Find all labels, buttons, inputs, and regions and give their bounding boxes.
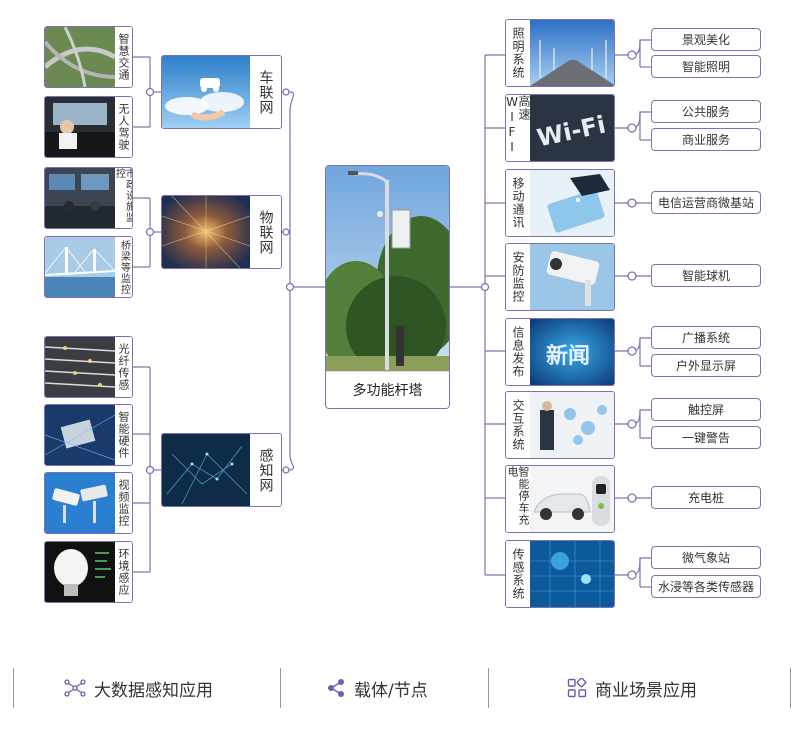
footer-separator	[488, 668, 489, 708]
tablet-hand-photo	[530, 170, 614, 236]
item-card-bridge-monitoring[interactable]: 桥梁等监控	[44, 236, 133, 298]
cctv-cameras-photo	[45, 473, 115, 533]
iot-city-photo	[162, 196, 250, 268]
leaf-touch-screen[interactable]: 触控屏	[651, 398, 761, 421]
leaf-charging-pile[interactable]: 充电桩	[651, 486, 761, 509]
leaf-landscape[interactable]: 景观美化	[651, 28, 761, 51]
ev-charger-photo	[530, 466, 614, 532]
right-card-interactive[interactable]: 交互系统	[505, 391, 615, 459]
sensor-bulb-photo	[45, 542, 115, 602]
leaf-broadcast[interactable]: 广播系统	[651, 326, 761, 349]
leaf-smart-lighting[interactable]: 智能照明	[651, 55, 761, 78]
item-label: 光纤传感	[115, 337, 132, 397]
bridge-photo	[45, 237, 115, 297]
leaf-outdoor-display[interactable]: 户外显示屏	[651, 354, 761, 377]
item-card-environment-sensing[interactable]: 环境感应	[44, 541, 133, 603]
sensing-network-photo	[162, 434, 250, 506]
security-camera-photo	[530, 244, 614, 310]
item-label: 桥梁等监控	[115, 237, 132, 297]
news-banner-photo: 新闻	[530, 319, 614, 385]
leaf-micro-base-station[interactable]: 电信运营商微基站	[651, 191, 761, 214]
item-label: 传感系统	[506, 541, 530, 607]
footer-carrier-node[interactable]: 载体/节点	[326, 672, 428, 704]
item-card-autonomous-driving[interactable]: 无人驾驶	[44, 96, 133, 158]
item-label: 照明系统	[506, 20, 530, 86]
group-card-sensing-network[interactable]: 感知网	[161, 433, 282, 507]
item-label: 移动通讯	[506, 170, 530, 236]
item-label: 智慧交通	[115, 27, 132, 87]
group-card-iot[interactable]: 物联网	[161, 195, 282, 269]
group-label: 物联网	[250, 196, 281, 268]
leaf-weather-station[interactable]: 微气象站	[651, 546, 761, 569]
right-card-sensor-system[interactable]: 传感系统	[505, 540, 615, 608]
leaf-dome-camera[interactable]: 智能球机	[651, 264, 761, 287]
footer-separator	[280, 668, 281, 708]
footer-label: 大数据感知应用	[94, 680, 213, 701]
wifi-logo-photo: Wi-Fi	[530, 95, 614, 161]
item-label: 智能硬件	[115, 405, 132, 465]
right-card-parking-charging[interactable]: 智能停车充电	[505, 465, 615, 533]
right-card-lighting[interactable]: 照明系统	[505, 19, 615, 87]
footer-separator	[790, 668, 791, 708]
news-banner-text: 新闻	[546, 343, 590, 369]
item-card-fiber-sensing[interactable]: 光纤传感	[44, 336, 133, 398]
car-interior-photo	[45, 97, 115, 157]
footer-label: 商业场景应用	[595, 680, 697, 701]
grid-apps-icon	[567, 678, 587, 698]
group-card-vehicle-network[interactable]: 车联网	[161, 55, 282, 129]
leaf-public-service[interactable]: 公共服务	[651, 100, 761, 123]
item-label: 市政设施监控	[114, 168, 132, 228]
cloud-car-photo	[162, 56, 250, 128]
item-label: 无人驾驶	[115, 97, 132, 157]
item-card-municipal-monitoring[interactable]: 市政设施监控	[44, 167, 133, 229]
group-label: 车联网	[250, 56, 281, 128]
right-card-wifi[interactable]: 高速WIFI Wi-Fi	[505, 94, 615, 162]
street-lights-photo	[530, 20, 614, 86]
control-room-photo	[45, 168, 115, 228]
right-card-security[interactable]: 安防监控	[505, 243, 615, 311]
right-card-info-release[interactable]: 信息发布 新闻	[505, 318, 615, 386]
share-icon	[328, 679, 344, 697]
item-label: 安防监控	[506, 244, 530, 310]
chip-hardware-photo	[45, 405, 115, 465]
leaf-business-service[interactable]: 商业服务	[651, 128, 761, 151]
item-card-video-surveillance[interactable]: 视频监控	[44, 472, 133, 534]
footer-separator	[13, 668, 14, 708]
sensor-grid-photo	[530, 541, 614, 607]
item-label: 高速WIFI	[506, 95, 531, 161]
leaf-various-sensors[interactable]: 水浸等各类传感器	[651, 575, 761, 598]
touch-interface-photo	[530, 392, 614, 458]
center-pole-card[interactable]: 多功能杆塔	[325, 165, 450, 409]
item-label: 信息发布	[506, 319, 530, 385]
highway-interchange-photo	[45, 27, 115, 87]
fiber-optic-photo	[45, 337, 115, 397]
footer-label: 载体/节点	[354, 680, 428, 701]
item-label: 交互系统	[506, 392, 530, 458]
footer-big-data[interactable]: 大数据感知应用	[64, 672, 213, 704]
center-label: 多功能杆塔	[326, 371, 449, 408]
leaf-emergency-alert[interactable]: 一键警告	[651, 426, 761, 449]
group-label: 感知网	[250, 434, 281, 506]
right-card-mobile-comm[interactable]: 移动通讯	[505, 169, 615, 237]
item-label: 智能停车充电	[506, 466, 530, 532]
item-card-smart-hardware[interactable]: 智能硬件	[44, 404, 133, 466]
item-label: 视频监控	[115, 473, 132, 533]
item-label: 环境感应	[115, 542, 132, 602]
item-card-smart-traffic[interactable]: 智慧交通	[44, 26, 133, 88]
smart-pole-photo	[326, 166, 449, 374]
footer-business-scenario[interactable]: 商业场景应用	[567, 672, 697, 704]
network-nodes-icon	[64, 679, 86, 697]
